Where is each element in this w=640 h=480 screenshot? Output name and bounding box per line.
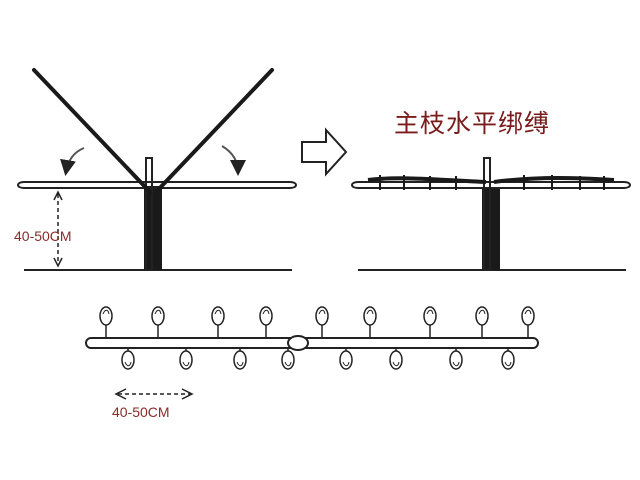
shoot-bud	[501, 348, 515, 370]
bound-branch-right	[493, 176, 615, 184]
shoot-bud	[475, 306, 489, 338]
lower-shoots	[121, 348, 515, 370]
spacing-label: 40-50CM	[112, 404, 170, 420]
shoot-bud	[281, 348, 295, 370]
shoot-bud	[259, 306, 273, 338]
shoot-bud	[211, 306, 225, 338]
transition-arrow-icon	[301, 127, 348, 177]
horizontal-cane	[85, 337, 539, 349]
shoot-bud	[423, 306, 437, 338]
trellis-post	[145, 157, 153, 271]
shoot-bud	[179, 348, 193, 370]
curved-arrow-right	[221, 145, 246, 176]
upper-shoots	[99, 306, 535, 338]
trellis-wire	[17, 181, 297, 189]
shoot-bud	[449, 348, 463, 370]
bottom-fade	[0, 432, 640, 480]
height-label: 40-50CM	[14, 228, 72, 244]
shoot-bud	[521, 306, 535, 338]
bound-branch-left	[367, 176, 487, 184]
main-branch-left	[32, 68, 152, 194]
trellis-post-right	[483, 157, 491, 271]
shoot-bud	[339, 348, 353, 370]
shoot-bud	[151, 306, 165, 338]
after-binding-panel	[351, 157, 631, 271]
shoot-bud	[233, 348, 247, 370]
trunk-node	[287, 335, 309, 351]
shoot-bud	[363, 306, 377, 338]
before-binding-panel	[17, 68, 297, 271]
shoot-bud	[121, 348, 135, 370]
main-branch-right	[154, 68, 274, 194]
caption-title: 主枝水平绑缚	[394, 109, 551, 138]
spacing-dimension	[114, 388, 194, 400]
shoot-bud	[315, 306, 329, 338]
shoot-bud	[389, 348, 403, 370]
binding-ties	[379, 175, 605, 190]
height-dimension	[53, 190, 63, 268]
shoot-bud	[99, 306, 113, 338]
top-view-panel	[85, 306, 539, 400]
curved-arrow-left	[60, 147, 85, 176]
